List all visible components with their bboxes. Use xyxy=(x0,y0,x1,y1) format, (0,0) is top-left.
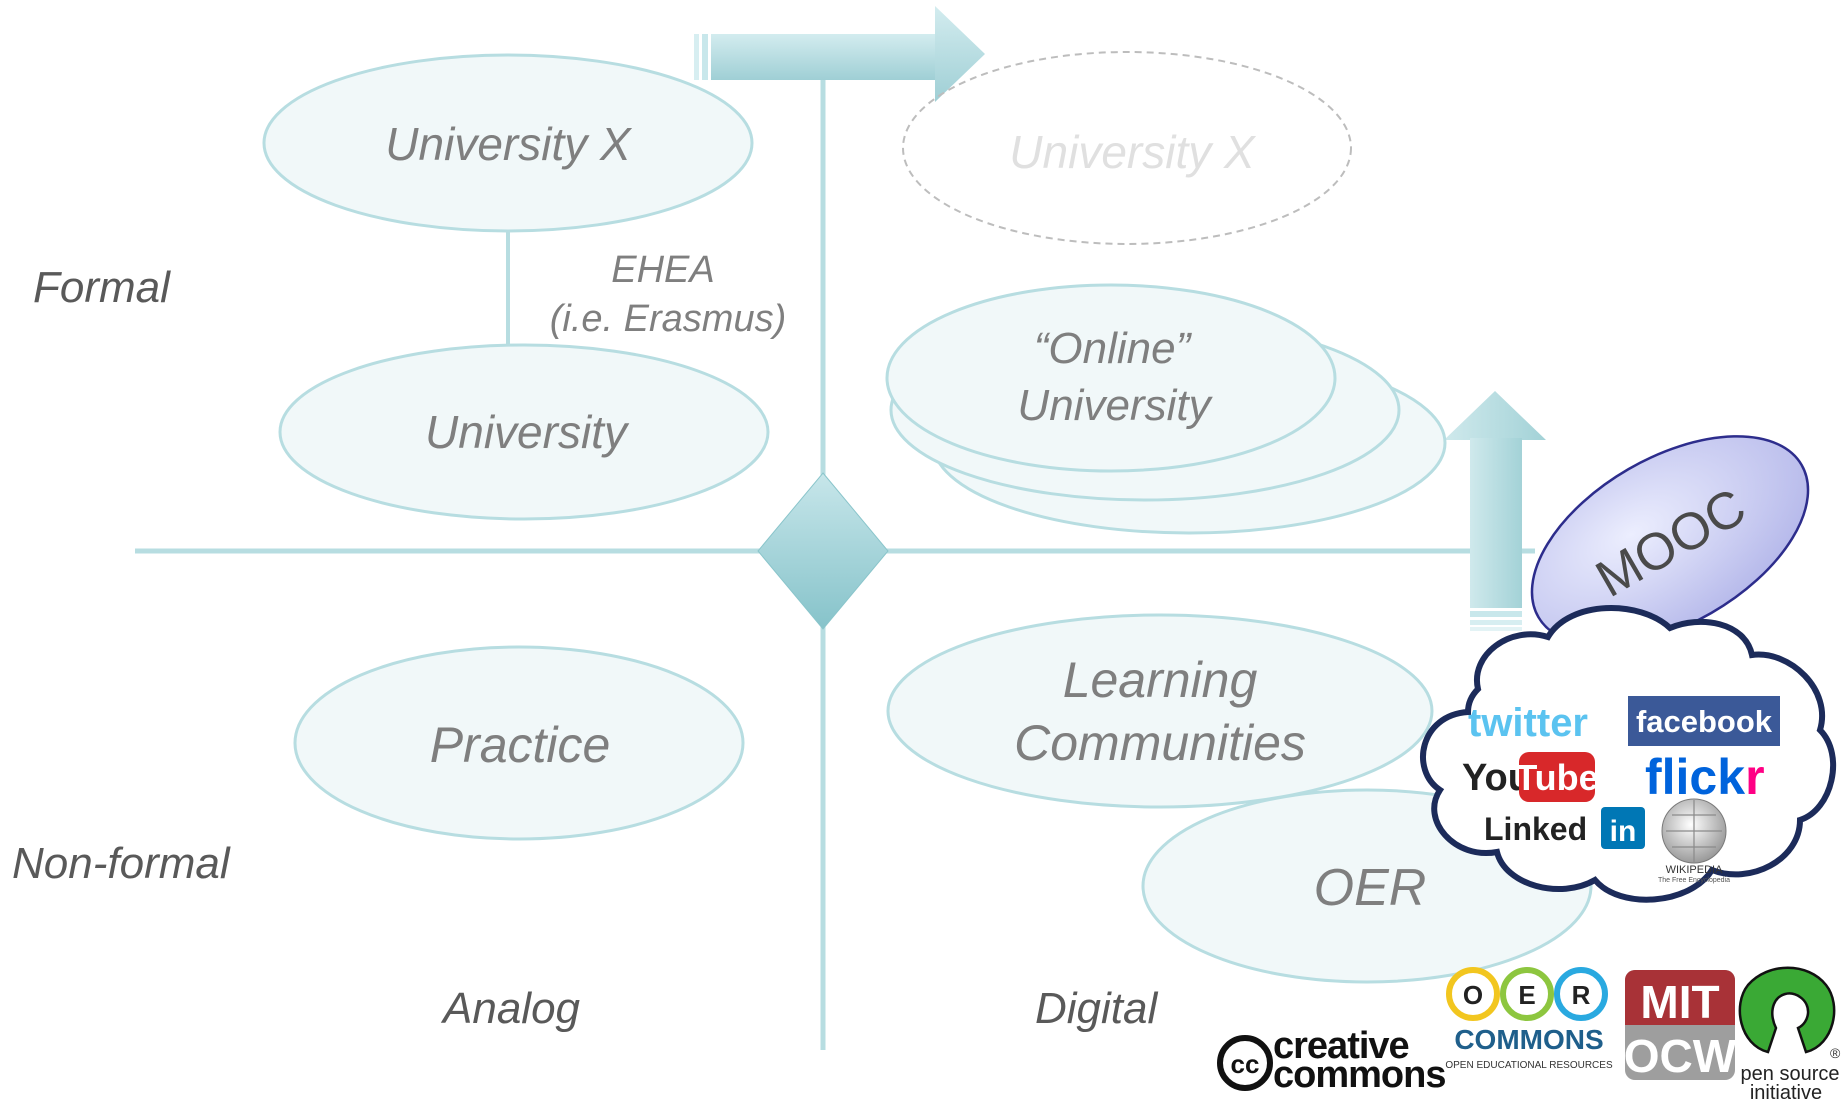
upward-arrow xyxy=(1444,391,1546,631)
youtube-logo-tube: Tube xyxy=(1515,757,1598,798)
svg-text:O: O xyxy=(1463,980,1483,1010)
youtube-logo-bg xyxy=(1519,752,1595,802)
wikipedia-sublabel: The Free Encyclopedia xyxy=(1658,877,1730,884)
svg-text:OER: OER xyxy=(1314,859,1427,917)
center-diamond xyxy=(757,472,889,630)
axis-label-formal: Formal xyxy=(33,263,171,312)
facebook-logo: facebook xyxy=(1636,704,1773,739)
wikipedia-label: WIKIPEDIA xyxy=(1666,864,1724,876)
linkedin-logo: Linked xyxy=(1484,811,1587,847)
svg-text:Communities: Communities xyxy=(1014,715,1306,771)
svg-text:cc: cc xyxy=(1231,1049,1260,1079)
facebook-logo-bg xyxy=(1628,696,1780,746)
social-cloud: twitter facebook You Tube flickr Linked … xyxy=(1420,605,1837,903)
ehea-label: EHEA (i.e. Erasmus) xyxy=(550,249,786,340)
twitter-logo: twitter xyxy=(1468,701,1588,745)
creative-commons-logo: cc creative commons xyxy=(1217,1025,1446,1096)
open-source-initiative-logo: ® pen source initiative xyxy=(1738,966,1841,1101)
svg-text:University: University xyxy=(1017,381,1213,430)
svg-text:Learning: Learning xyxy=(1063,652,1258,708)
svg-text:Practice: Practice xyxy=(430,717,611,773)
oer-commons-logo: O E R COMMONS OPEN EDUCATIONAL RESOURCES xyxy=(1445,967,1613,1071)
svg-text:COMMONS: COMMONS xyxy=(1454,1024,1603,1055)
linkedin-in: in xyxy=(1610,815,1637,848)
svg-text:University X: University X xyxy=(1009,126,1257,178)
axis-label-digital: Digital xyxy=(1035,984,1158,1033)
cc-icon xyxy=(1217,1035,1273,1091)
node-university: University xyxy=(278,343,770,521)
node-university-x-ghost: University X xyxy=(902,51,1352,245)
flickr-logo: flickr xyxy=(1645,749,1765,805)
node-online-university: “Online” University xyxy=(885,283,1447,535)
svg-text:creative: creative xyxy=(1273,1025,1409,1067)
svg-text:R: R xyxy=(1572,980,1591,1010)
svg-text:MIT: MIT xyxy=(1640,976,1719,1028)
svg-text:initiative: initiative xyxy=(1750,1082,1822,1101)
svg-text:(i.e. Erasmus): (i.e. Erasmus) xyxy=(550,298,786,340)
svg-text:®: ® xyxy=(1830,1045,1841,1061)
axis-label-analog: Analog xyxy=(440,984,581,1033)
axis-label-non-formal: Non-formal xyxy=(12,839,231,888)
svg-text:OPEN EDUCATIONAL RESOURCES: OPEN EDUCATIONAL RESOURCES xyxy=(1445,1060,1613,1071)
svg-text:E: E xyxy=(1518,980,1535,1010)
svg-text:University X: University X xyxy=(385,118,633,170)
node-mooc: MOOC xyxy=(1530,435,1810,647)
svg-text:OCW: OCW xyxy=(1624,1030,1737,1082)
axes xyxy=(135,78,1535,1050)
node-university-x: University X xyxy=(262,53,754,233)
osi-keyhole-icon xyxy=(1738,966,1836,1054)
top-right-arrow xyxy=(694,6,985,102)
svg-text:University: University xyxy=(425,406,630,458)
svg-text:“Online”: “Online” xyxy=(1034,324,1193,373)
node-learning-communities: Learning Communities xyxy=(886,613,1434,809)
linkedin-in-bg xyxy=(1601,807,1645,849)
mit-ocw-logo: MIT OCW xyxy=(1624,970,1737,1082)
svg-text:EHEA: EHEA xyxy=(611,249,714,291)
node-practice: Practice xyxy=(293,645,745,841)
svg-text:pen source: pen source xyxy=(1741,1063,1840,1085)
svg-text:commons: commons xyxy=(1273,1054,1445,1096)
